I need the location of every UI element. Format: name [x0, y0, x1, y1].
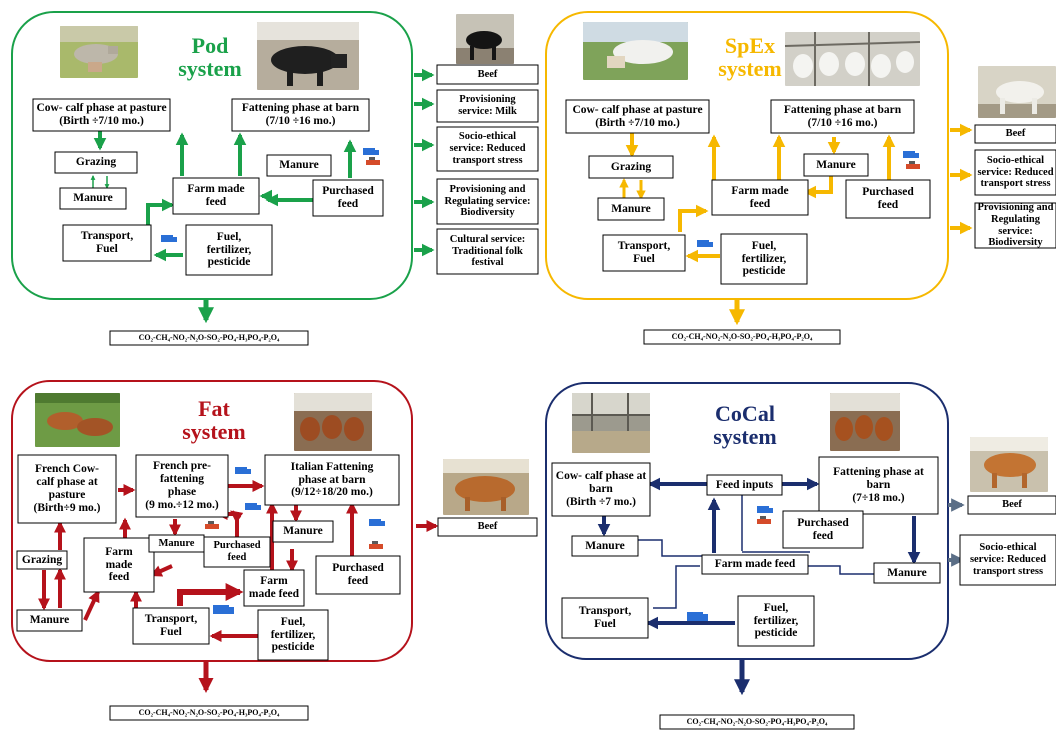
truck-icon [757, 506, 773, 513]
pod-cow-calf-phase: Cow- calf phase at pasture (Birth ÷7/10 … [36, 102, 167, 127]
spex-emissions: CO₂-CH₄-NO₂-N₂O-SO₂-PO₄-H₃PO₄-P₂O₄ [671, 331, 813, 341]
cattle-photo [456, 14, 514, 64]
pod-manure-1: Manure [73, 192, 113, 205]
ship-icon [369, 541, 383, 549]
fat-title: Fat system [182, 396, 246, 445]
truck-icon [697, 240, 713, 247]
fat-system [11, 380, 538, 721]
cocal-manure-1: Manure [585, 539, 625, 552]
cattle-photo [35, 393, 120, 447]
fat-frame [11, 380, 413, 662]
fat-purchased-feed-1: Purchased feed [213, 540, 261, 563]
cattle-photo [294, 393, 372, 451]
fat-emissions: CO₂-CH₄-NO₂-N₂O-SO₂-PO₄-H₃PO₄-P₂O₄ [138, 707, 280, 717]
fat-transport-fuel: Transport, Fuel [144, 613, 198, 638]
fat-purchased-feed-2: Purchased feed [332, 562, 384, 587]
truck-icon [245, 503, 261, 510]
truck-icon [363, 148, 379, 155]
cocal-output-beef: Beef [1002, 499, 1022, 511]
cocal-title: CoCal system [713, 401, 777, 450]
truck-icon [213, 605, 234, 614]
fat-manure-2: Manure [158, 537, 195, 549]
fat-fattening-phase: Italian Fattening phase at barn (9/12÷18… [290, 460, 374, 499]
fat-manure-1: Manure [29, 614, 70, 627]
pod-system [11, 11, 539, 346]
truck-icon [235, 467, 251, 474]
cocal-transport-fuel: Transport, Fuel [578, 605, 632, 630]
truck-icon [903, 151, 919, 158]
pod-output-milk: Provisioning service: Milk [458, 94, 517, 117]
cattle-photo [583, 22, 688, 80]
fat-fuel-fertilizer: Fuel, fertilizer, pesticide [270, 615, 316, 654]
cattle-photo [785, 32, 920, 86]
spex-manure-2: Manure [816, 158, 856, 171]
pod-output-biodiversity: Provisioning and Regulating service: Bio… [444, 183, 531, 219]
pod-title: Pod system [178, 33, 242, 82]
fat-pre-fattening-phase: French pre- fattening phase (9 mo.÷12 mo… [145, 460, 219, 511]
cattle-photo [970, 437, 1048, 492]
spex-title: SpEx system [718, 33, 782, 82]
pod-output-cultural: Cultural service: Traditional folk festi… [449, 233, 526, 269]
spex-farm-made-feed: Farm made feed [731, 184, 789, 210]
cocal-emissions: CO₂-CH₄-NO₂-N₂O-SO₂-PO₄-H₃PO₄-P₂O₄ [686, 716, 828, 726]
cocal-fuel-fertilizer: Fuel, fertilizer, pesticide [753, 601, 799, 640]
cattle-photo [443, 459, 529, 515]
fat-farm-made-feed-1: Farm made feed [105, 545, 133, 584]
pod-frame [11, 11, 413, 300]
pod-grazing: Grazing [75, 156, 117, 169]
spex-output-biodiversity: Provisioning and Regulating service: Bio… [977, 202, 1054, 249]
spex-grazing: Grazing [610, 160, 652, 173]
pod-output-beef: Beef [477, 68, 498, 80]
spex-frame [545, 11, 949, 300]
cocal-cow-calf-phase: Cow- calf phase at barn (Birth ÷7 mo.) [555, 470, 647, 508]
ship-icon [366, 157, 380, 165]
fat-grazing: Grazing [21, 553, 63, 566]
pod-fuel-fertilizer: Fuel, fertilizer, pesticide [206, 230, 252, 269]
cocal-manure-2: Manure [887, 566, 927, 579]
cocal-fattening-phase: Fattening phase at barn (7÷18 mo.) [833, 466, 924, 504]
pod-purchased-feed: Purchased feed [322, 185, 374, 210]
pod-transport-fuel: Transport, Fuel [80, 230, 134, 255]
fat-output-beef: Beef [477, 521, 498, 533]
cattle-photo [978, 66, 1056, 118]
truck-icon [369, 519, 385, 526]
cattle-photo [572, 393, 650, 453]
cocal-frame [545, 382, 949, 660]
pod-output-transport-stress: Socio-ethical service: Reduced transport… [449, 131, 526, 166]
spex-transport-fuel: Transport, Fuel [617, 240, 671, 265]
ship-icon [757, 516, 771, 524]
pod-fattening-phase: Fattening phase at barn (7/10 ÷16 mo.) [241, 102, 360, 127]
cattle-photo [257, 22, 359, 90]
fat-manure-3: Manure [283, 525, 323, 538]
pod-farm-made-feed: Farm made feed [187, 183, 245, 208]
spex-manure-1: Manure [611, 202, 651, 215]
cocal-system [545, 382, 1056, 730]
spex-cow-calf-phase: Cow- calf phase at pasture (Birth ÷7/10 … [572, 103, 703, 129]
truck-icon [161, 235, 177, 242]
spex-purchased-feed: Purchased feed [862, 186, 914, 211]
ship-icon [205, 521, 219, 529]
spex-output-beef: Beef [1005, 128, 1026, 140]
cocal-farm-made-feed: Farm made feed [714, 558, 796, 571]
cattle-photo [830, 393, 900, 451]
cocal-feed-inputs: Feed inputs [715, 478, 774, 491]
fat-cow-calf-phase: French Cow- calf phase at pasture (Birth… [33, 463, 101, 514]
cocal-purchased-feed: Purchased feed [797, 516, 849, 542]
ship-icon [906, 161, 920, 169]
cattle-photo [60, 26, 138, 78]
truck-icon [687, 612, 708, 621]
spex-fattening-phase: Fattening phase at barn (7/10 ÷16 mo.) [783, 103, 902, 129]
cocal-output-transport-stress: Socio-ethical service: Reduced transport… [969, 542, 1047, 577]
pod-emissions: CO₂-CH₄-NO₂-N₂O-SO₂-PO₄-H₃PO₄-P₂O₄ [138, 332, 280, 342]
pod-manure-2: Manure [279, 159, 319, 172]
spex-output-transport-stress: Socio-ethical service: Reduced transport… [977, 154, 1054, 190]
fat-farm-made-feed-2: Farm made feed [248, 575, 300, 600]
spex-fuel-fertilizer: Fuel, fertilizer, pesticide [741, 239, 787, 278]
spex-system [545, 11, 1056, 345]
